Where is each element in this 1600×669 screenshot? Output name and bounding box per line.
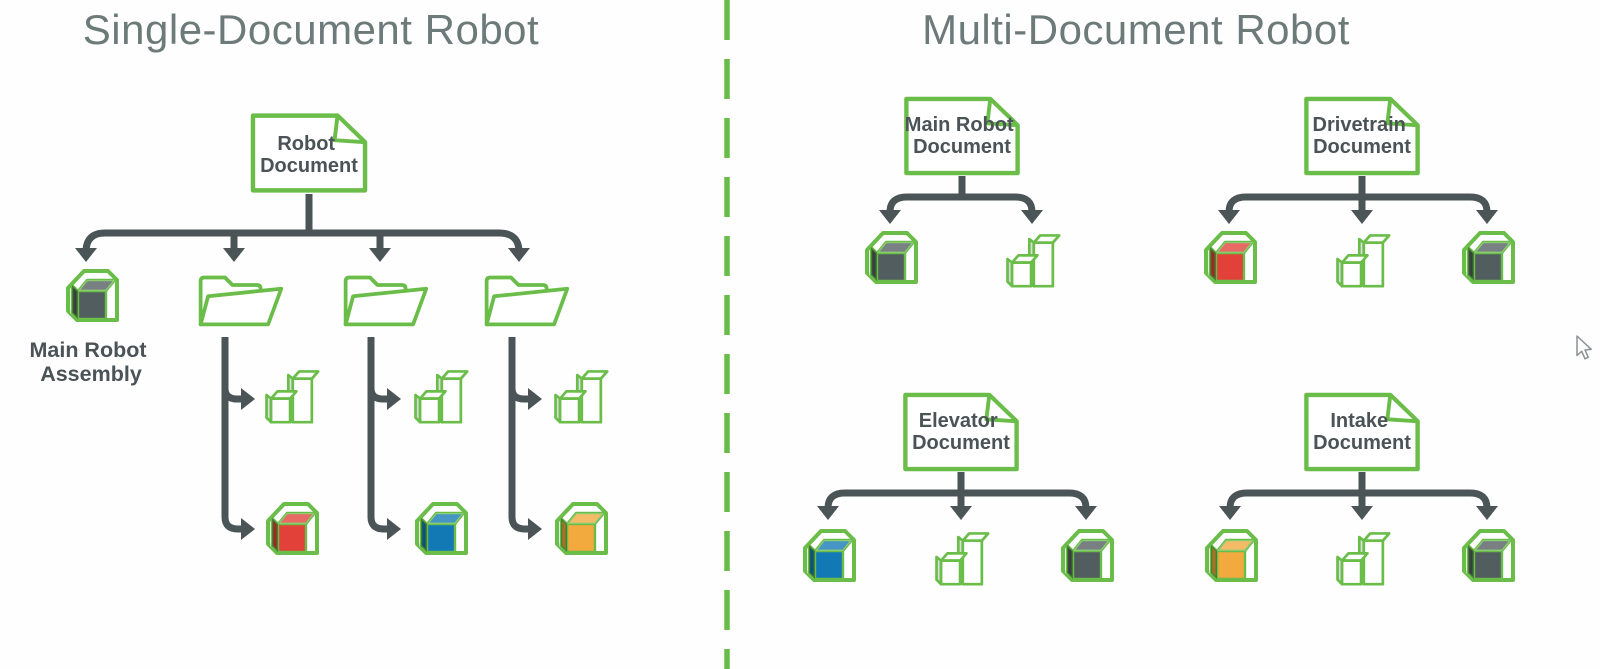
part-cube-icon-red [266, 502, 319, 555]
assembly-cube-icon [865, 231, 918, 284]
elevator-document-label: Elevator Document [912, 410, 1010, 454]
arrowhead [369, 248, 391, 262]
elevator-document-node: Elevator Document [803, 395, 1114, 586]
folder1-branch [221, 337, 320, 555]
left-panel-title: Single-Document Robot [83, 6, 539, 53]
arrowhead [1021, 210, 1043, 224]
arrowhead [1476, 506, 1498, 520]
folder2-branch [367, 337, 469, 555]
part-cube-icon-red [1204, 231, 1257, 284]
arrowhead [1351, 210, 1373, 224]
part-studio-bars-icon [1006, 234, 1061, 288]
arrowhead [1218, 210, 1240, 224]
intake-document-node: Intake Document [1205, 395, 1515, 586]
intake-document-label: Intake Document [1313, 410, 1411, 454]
main-robot-document-label: Main Robot Document [905, 114, 1019, 158]
part-studio-bars-icon [554, 370, 609, 424]
part-studio-bars-icon [1336, 234, 1391, 288]
arrowhead [1476, 210, 1498, 224]
arrowhead [1351, 506, 1373, 520]
robot-document-label: Robot Document [260, 133, 358, 177]
main-robot-assembly-node: Main Robot Assembly [29, 269, 152, 386]
arrowhead [508, 248, 530, 262]
part-studio-bars-icon [1336, 532, 1391, 586]
folder-icon [343, 275, 429, 327]
arrowhead [817, 506, 839, 520]
arrowhead [241, 388, 255, 410]
right-panel-title: Multi-Document Robot [922, 6, 1350, 53]
drivetrain-document-node: Drivetrain Document [1204, 99, 1515, 288]
arrowhead [528, 518, 542, 540]
part-studio-bars-icon [265, 370, 320, 424]
arrowhead [241, 518, 255, 540]
assembly-cube-icon [1061, 529, 1114, 582]
main-robot-assembly-label: Main Robot Assembly [29, 338, 152, 386]
folder3-branch [508, 337, 609, 555]
arrowhead [1219, 506, 1241, 520]
arrowhead [1075, 506, 1097, 520]
part-cube-icon-orange [555, 502, 608, 555]
part-cube-icon-blue [415, 502, 468, 555]
part-studio-bars-icon [414, 370, 469, 424]
assembly-cube-icon [66, 269, 119, 322]
arrowhead [387, 388, 401, 410]
single-document-panel: Single-Document Robot Robot Document Mai… [29, 6, 609, 555]
part-cube-icon-orange [1205, 529, 1258, 582]
arrowhead [75, 248, 97, 262]
part-studio-bars-icon [935, 532, 990, 586]
arrowhead [950, 506, 972, 520]
arrowhead [387, 518, 401, 540]
drivetrain-document-label: Drivetrain Document [1313, 114, 1412, 158]
robot-document-node: Robot Document [253, 116, 365, 191]
arrowhead [223, 248, 245, 262]
part-cube-icon-blue [803, 529, 856, 582]
mouse-cursor-icon [1576, 335, 1592, 360]
assembly-cube-icon [1462, 231, 1515, 284]
folder-icon [484, 275, 570, 327]
main-robot-document-node: Main Robot Document [865, 99, 1061, 288]
assembly-cube-icon [1462, 529, 1515, 582]
arrowhead [528, 388, 542, 410]
multi-document-panel: Multi-Document Robot Main Robot Document… [803, 6, 1515, 586]
folder-icon [198, 275, 284, 327]
arrowhead [879, 210, 901, 224]
left-tree-connectors [75, 194, 530, 262]
